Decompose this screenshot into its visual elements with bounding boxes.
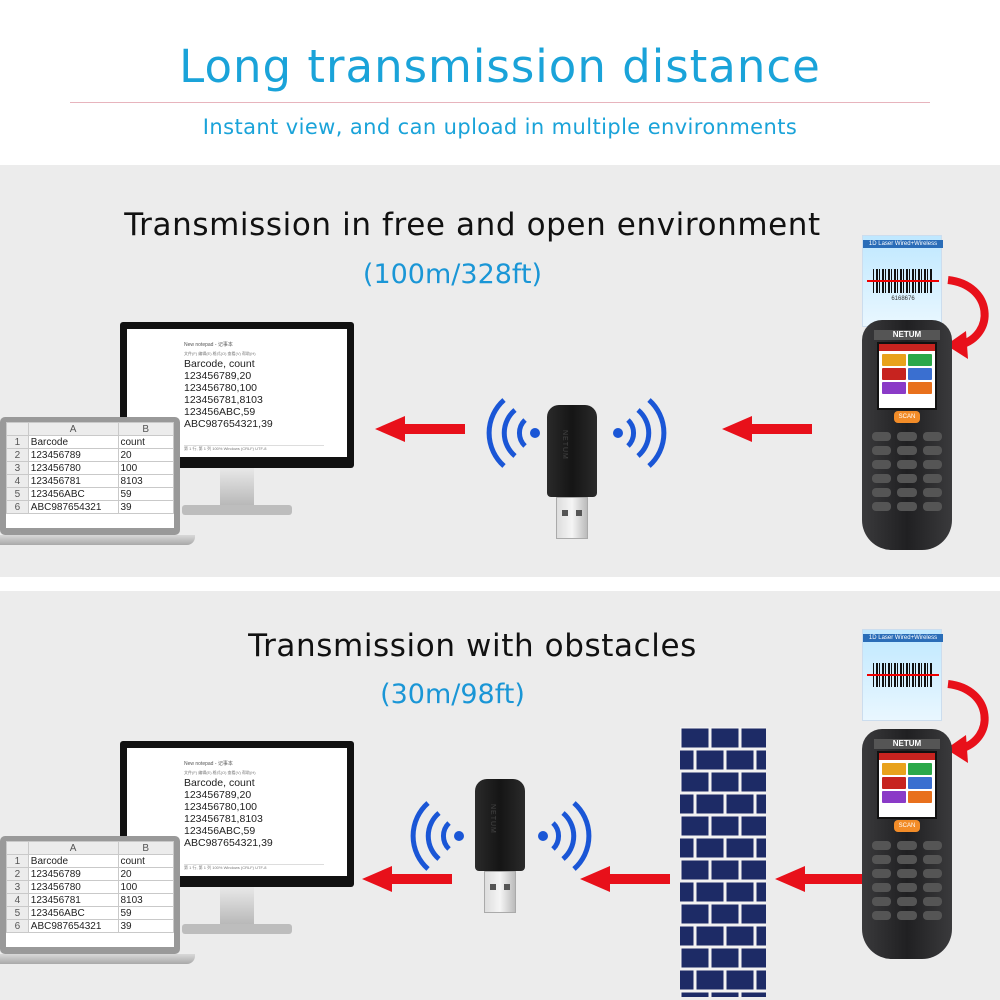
scanner-screen bbox=[877, 751, 937, 819]
scene-title: Transmission with obstacles bbox=[248, 628, 697, 664]
distance-label: (100m/328ft) bbox=[362, 259, 543, 290]
scene-open-environment: Transmission in free and open environmen… bbox=[0, 165, 1000, 577]
barcode-label: 1D Laser Wired+Wireless bbox=[862, 629, 943, 721]
notepad-menu: 文件(F) 编辑(E) 格式(O) 查看(V) 帮助(H) bbox=[184, 351, 256, 356]
laser-line bbox=[867, 280, 939, 282]
arrow-left-icon bbox=[580, 866, 670, 892]
signal-waves-left-icon bbox=[410, 801, 464, 871]
title-divider bbox=[70, 102, 930, 103]
notepad-line: 123456ABC,59 bbox=[184, 825, 256, 837]
notepad-status: 第 1 行, 第 1 列 100% Windows (CRLF) UTF-8 bbox=[184, 864, 324, 870]
monitor-base bbox=[182, 505, 292, 515]
arrow-left-icon bbox=[775, 866, 865, 892]
laptop-base bbox=[0, 535, 195, 545]
panel-gap bbox=[0, 577, 1000, 591]
notepad-window: New notepad - 记事本 文件(F) 编辑(E) 格式(O) 查看(V… bbox=[184, 760, 324, 870]
notepad-line: 123456780,100 bbox=[184, 801, 257, 813]
signal-waves-left-icon bbox=[486, 398, 540, 468]
monitor: New notepad - 记事本 文件(F) 编辑(E) 格式(O) 查看(V… bbox=[120, 322, 354, 468]
barcode-label: 1D Laser Wired+Wireless 6168676 bbox=[862, 235, 943, 327]
brick-pattern bbox=[680, 727, 766, 997]
notepad-line: 123456ABC,59 bbox=[184, 406, 256, 418]
arrow-left-icon bbox=[362, 866, 452, 892]
laser-line bbox=[867, 674, 939, 676]
monitor-stand bbox=[220, 887, 254, 927]
usb-receiver: NETUM bbox=[475, 779, 525, 913]
main-title: Long transmission distance bbox=[179, 40, 821, 93]
monitor-base bbox=[182, 924, 292, 934]
arrow-left-icon bbox=[722, 416, 812, 442]
notepad-title: New notepad - 记事本 bbox=[184, 761, 233, 767]
col-header: B bbox=[117, 422, 174, 436]
col-header: A bbox=[27, 841, 119, 855]
notepad-line: ABC987654321,39 bbox=[184, 418, 273, 430]
col-header: A bbox=[27, 422, 119, 436]
sub-title: Instant view, and can upload in multiple… bbox=[202, 115, 798, 139]
scanner-screen bbox=[877, 342, 937, 410]
scan-key: SCAN bbox=[894, 820, 920, 832]
scene-with-obstacles: Transmission with obstacles (30m/98ft) N… bbox=[0, 591, 1000, 1000]
notepad-title: New notepad - 记事本 bbox=[184, 342, 233, 348]
barcode-scanner: NETUM SCAN bbox=[862, 729, 952, 959]
notepad-status: 第 1 行, 第 1 列 100% Windows (CRLF) UTF-8 bbox=[184, 445, 324, 451]
notepad-window: New notepad - 记事本 文件(F) 编辑(E) 格式(O) 查看(V… bbox=[184, 341, 324, 451]
monitor-screen: New notepad - 记事本 文件(F) 编辑(E) 格式(O) 查看(V… bbox=[127, 329, 347, 457]
col-header: B bbox=[117, 841, 174, 855]
header: Long transmission distance Instant view,… bbox=[0, 0, 1000, 165]
monitor-stand bbox=[220, 468, 254, 508]
keypad bbox=[872, 841, 942, 920]
signal-waves-right-icon bbox=[613, 398, 667, 468]
keypad bbox=[872, 432, 942, 511]
notepad-line: Barcode, count bbox=[184, 777, 255, 789]
scene-title: Transmission in free and open environmen… bbox=[124, 207, 821, 243]
scan-key: SCAN bbox=[894, 411, 920, 423]
usb-receiver: NETUM bbox=[547, 405, 597, 539]
notepad-line: Barcode, count bbox=[184, 358, 255, 370]
notepad-line: 123456781,8103 bbox=[184, 394, 263, 406]
brick-wall-obstacle bbox=[680, 727, 766, 997]
barcode-scanner: NETUM SCAN bbox=[862, 320, 952, 550]
curved-arrow-icon bbox=[946, 276, 989, 359]
notepad-line: 123456781,8103 bbox=[184, 813, 263, 825]
arrow-left-icon bbox=[375, 416, 465, 442]
laptop-base bbox=[0, 954, 195, 964]
notepad-line: 123456789,20 bbox=[184, 789, 252, 801]
notepad-line: 123456789,20 bbox=[184, 370, 252, 382]
notepad-menu: 文件(F) 编辑(E) 格式(O) 查看(V) 帮助(H) bbox=[184, 770, 256, 775]
signal-waves-right-icon bbox=[538, 801, 592, 871]
notepad-line: ABC987654321,39 bbox=[184, 837, 273, 849]
curved-arrow-icon bbox=[946, 680, 989, 763]
notepad-line: 123456780,100 bbox=[184, 382, 257, 394]
distance-label: (30m/98ft) bbox=[380, 679, 525, 710]
